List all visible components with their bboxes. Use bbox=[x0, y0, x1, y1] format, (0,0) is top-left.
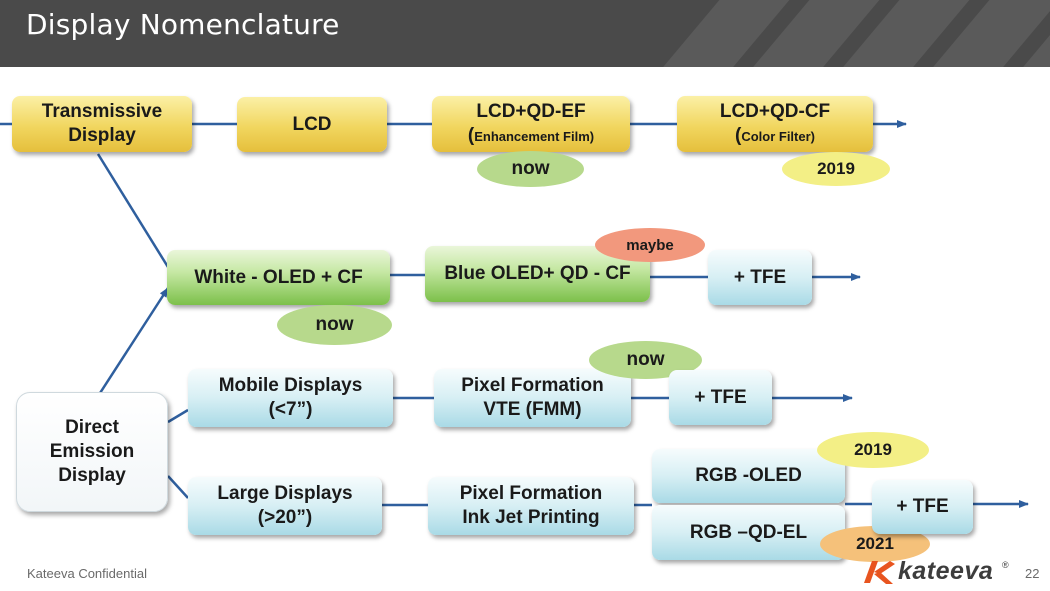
node-text: Display bbox=[58, 464, 126, 486]
node-pixel-formation-vte: Pixel Formation VTE (FMM) bbox=[434, 369, 631, 427]
node-lcd-qd-ef: LCD+QD-EF (Enhancement Film) bbox=[432, 96, 630, 152]
node-text: Large Displays bbox=[217, 483, 353, 505]
node-text: Emission bbox=[49, 441, 135, 463]
footer-confidential: Kateeva Confidential bbox=[27, 566, 147, 581]
title-bar: Display Nomenclature bbox=[0, 0, 1050, 67]
node-tfe: + TFE bbox=[872, 480, 973, 534]
node-large-displays: Large Displays (>20”) bbox=[188, 477, 382, 535]
page-number: 22 bbox=[1025, 566, 1040, 581]
node-direct-emission-display: Direct Emission Display bbox=[16, 392, 168, 512]
arrow-line bbox=[89, 287, 170, 408]
node-mobile-displays: Mobile Displays (<7”) bbox=[188, 369, 393, 427]
node-text: + TFE bbox=[694, 386, 747, 408]
arrow-line bbox=[96, 153, 178, 281]
badge-year: 2019 bbox=[782, 152, 890, 186]
node-text: LCD+QD-CF bbox=[719, 101, 831, 123]
paren-text: ( bbox=[467, 125, 475, 146]
node-rgb-qd-el: RGB –QD-EL bbox=[652, 505, 845, 560]
node-subtext: (Enhancement Film) bbox=[468, 124, 594, 148]
connector-line bbox=[167, 475, 189, 499]
registered-mark: ® bbox=[1002, 560, 1009, 570]
node-text: VTE (FMM) bbox=[483, 399, 582, 420]
node-text: Direct bbox=[65, 417, 119, 439]
node-text: Ink Jet Printing bbox=[462, 507, 600, 528]
node-lcd-qd-cf: LCD+QD-CF (Color Filter) bbox=[677, 96, 873, 152]
node-tfe: + TFE bbox=[669, 370, 772, 425]
badge-year: 2019 bbox=[817, 432, 929, 468]
node-white-oled-cf: White - OLED + CF bbox=[167, 250, 390, 305]
node-text: Mobile Displays bbox=[218, 375, 363, 397]
badge-maybe: maybe bbox=[595, 228, 705, 262]
node-tfe: + TFE bbox=[708, 250, 812, 305]
node-small-text: Enhancement Film) bbox=[474, 129, 595, 144]
connector-line bbox=[167, 408, 189, 424]
paren-text: ( bbox=[735, 125, 742, 146]
logo-wordmark: kateeva bbox=[898, 557, 994, 585]
node-text: RGB –QD-EL bbox=[689, 521, 808, 543]
node-text: Display bbox=[68, 125, 136, 146]
page-title: Display Nomenclature bbox=[26, 8, 340, 41]
node-text: (<7”) bbox=[268, 399, 313, 420]
node-text: LCD bbox=[292, 113, 332, 135]
node-text: Transmissive bbox=[41, 101, 163, 123]
node-pixel-formation-ijp: Pixel Formation Ink Jet Printing bbox=[428, 477, 634, 535]
node-rgb-oled: RGB -OLED bbox=[652, 449, 845, 503]
node-text: + TFE bbox=[896, 496, 949, 518]
node-text: White - OLED + CF bbox=[194, 266, 363, 288]
badge-now: now bbox=[277, 305, 392, 345]
node-text: Pixel Formation bbox=[459, 483, 603, 505]
node-small-text: Color Filter) bbox=[741, 129, 815, 144]
node-lcd: LCD bbox=[237, 97, 387, 152]
node-text: LCD+QD-EF bbox=[476, 101, 586, 123]
kateeva-logo: kateeva ® bbox=[862, 556, 1012, 586]
node-text: Blue OLED+ QD - CF bbox=[444, 263, 631, 285]
node-text: Pixel Formation bbox=[461, 375, 604, 397]
node-text: RGB -OLED bbox=[695, 465, 802, 487]
node-text: + TFE bbox=[733, 266, 787, 288]
node-transmissive-display: Transmissive Display bbox=[12, 96, 192, 152]
badge-now: now bbox=[477, 151, 584, 187]
kateeva-logo-mark-icon bbox=[864, 561, 895, 584]
node-text: (>20”) bbox=[257, 507, 313, 528]
node-subtext: (Color Filter) bbox=[735, 124, 815, 148]
node-blue-oled-qd-cf: Blue OLED+ QD - CF bbox=[425, 246, 650, 302]
